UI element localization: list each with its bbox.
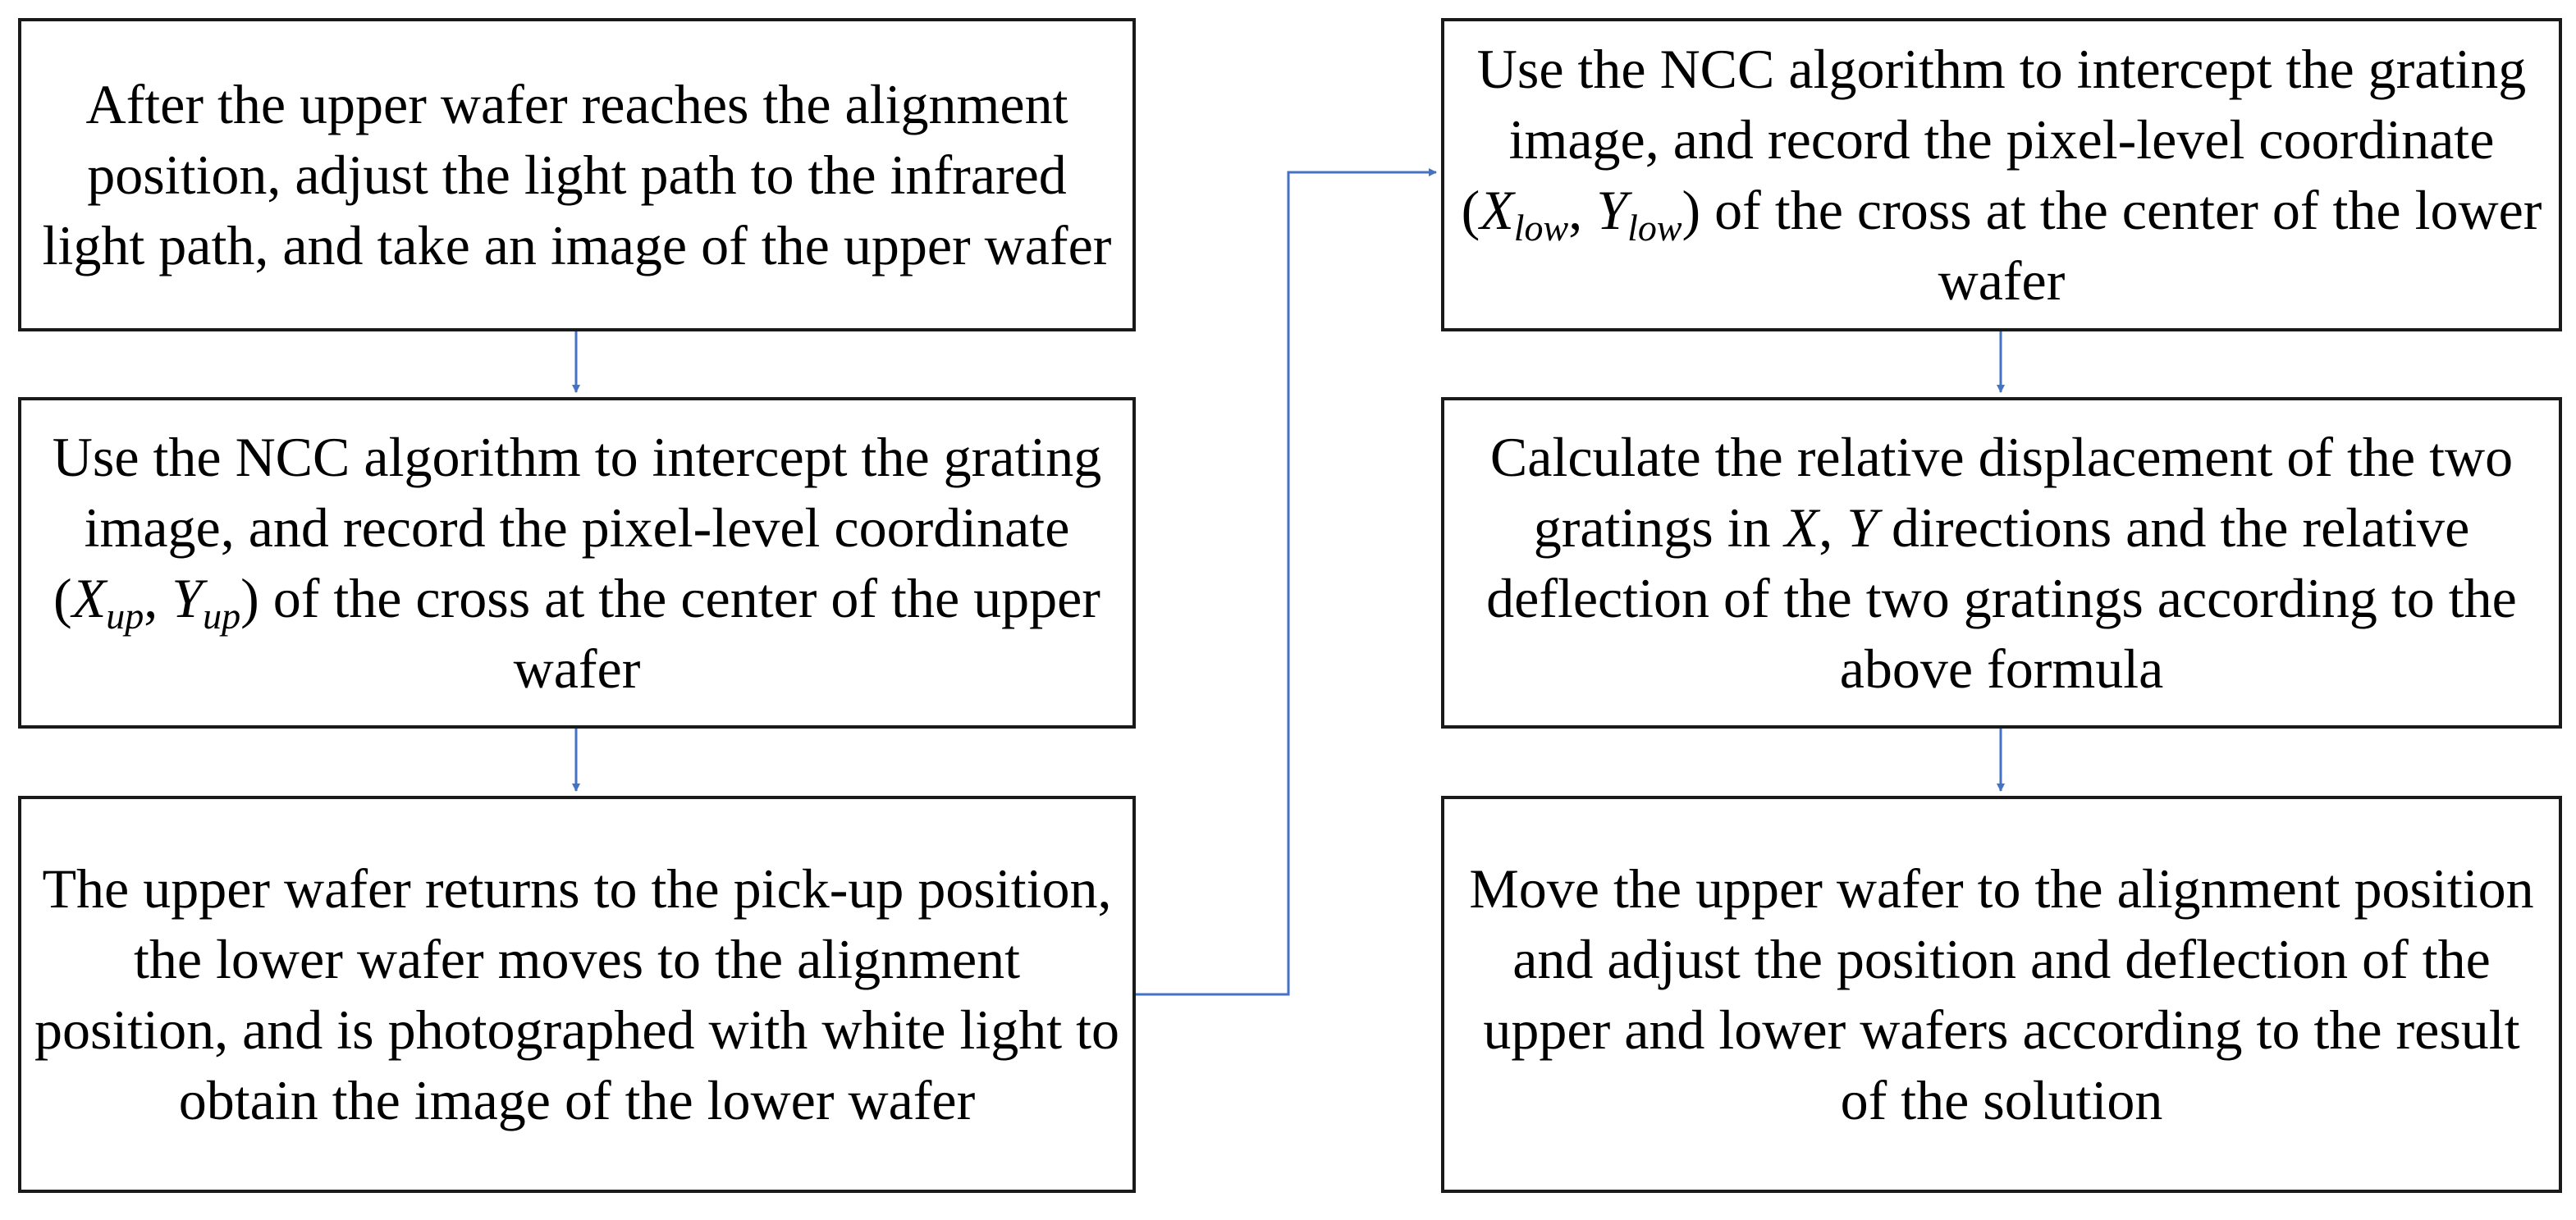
step-2-y-symbol: Y	[172, 567, 204, 629]
step-4-y-symbol: Y	[1596, 179, 1628, 241]
step-4-text-end: ) of the cross at the center of the lowe…	[1681, 179, 2542, 312]
step-2-text-end: ) of the cross at the center of the uppe…	[240, 567, 1100, 700]
step-2-x-subscript: up	[106, 595, 144, 637]
step-2-x-symbol: X	[71, 567, 107, 629]
step-4-y-subscript: low	[1627, 207, 1682, 249]
step-2-y-subscript: up	[203, 595, 241, 637]
step-5-y-symbol: Y	[1846, 496, 1878, 559]
step-box-6: Move the upper wafer to the alignment po…	[1441, 796, 2562, 1193]
step-box-5: Calculate the relative displacement of t…	[1441, 397, 2562, 729]
step-2-text-start: Use the NCC algorithm to intercept the g…	[52, 426, 1102, 629]
arrow-step3-to-step4	[1136, 168, 1437, 996]
step-4-x-subscript: low	[1513, 207, 1569, 249]
step-6-text: Move the upper wafer to the alignment po…	[1469, 857, 2534, 1131]
step-box-1: After the upper wafer reaches the alignm…	[18, 18, 1136, 331]
step-2-text: Use the NCC algorithm to intercept the g…	[33, 422, 1121, 704]
step-4-separator: ,	[1568, 179, 1597, 241]
step-5-separator: ,	[1819, 496, 1847, 559]
step-box-2: Use the NCC algorithm to intercept the g…	[18, 397, 1136, 729]
step-4-text-start: Use the NCC algorithm to intercept the g…	[1461, 38, 2527, 241]
step-5-text: Calculate the relative displacement of t…	[1456, 422, 2547, 704]
step-5-x-symbol: X	[1784, 496, 1819, 559]
step-box-4: Use the NCC algorithm to intercept the g…	[1441, 18, 2562, 331]
step-4-x-symbol: X	[1480, 179, 1514, 241]
step-1-text: After the upper wafer reaches the alignm…	[42, 73, 1112, 276]
step-2-separator: ,	[144, 567, 172, 629]
step-5-text-end: directions and the relative deflection o…	[1486, 496, 2517, 700]
step-box-3: The upper wafer returns to the pick-up p…	[18, 796, 1136, 1193]
step-4-text: Use the NCC algorithm to intercept the g…	[1456, 34, 2547, 316]
step-5-text-start: Calculate the relative displacement of t…	[1489, 426, 2514, 559]
step-3-text: The upper wafer returns to the pick-up p…	[34, 857, 1120, 1131]
